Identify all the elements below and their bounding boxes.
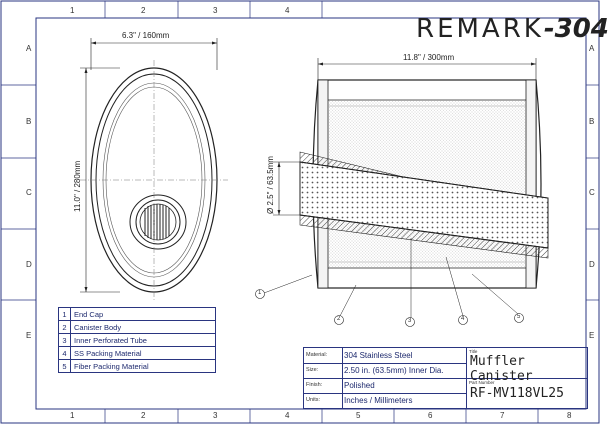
- grid-col-label: 4: [285, 6, 290, 15]
- title-divider: [466, 348, 467, 408]
- grid-row-label: A: [589, 44, 595, 53]
- callout-5: 5: [517, 314, 521, 320]
- grid-col-label: 3: [213, 411, 218, 420]
- part-name-cell: Fiber Packing Material: [70, 359, 216, 373]
- title-label: Title: [469, 349, 478, 354]
- finish-value: Polished: [344, 381, 375, 390]
- grid-col-label: 1: [70, 411, 75, 420]
- part-number-cell: 3: [58, 333, 71, 347]
- units-label: Units:: [304, 393, 343, 408]
- material-value: 304 Stainless Steel: [344, 351, 413, 360]
- grid-row-label: A: [26, 44, 32, 53]
- grid-row-label: D: [26, 260, 32, 269]
- units-row: Units: Inches / Millimeters: [304, 393, 466, 408]
- part-number-cell: 2: [58, 320, 71, 334]
- title-divider: [467, 378, 587, 379]
- grid-row-label: B: [589, 117, 595, 126]
- part-number-cell: 1: [58, 307, 71, 321]
- part-name-cell: Inner Perforated Tube: [70, 333, 216, 347]
- material-row: Material: 304 Stainless Steel: [304, 348, 466, 364]
- material-label: Material:: [304, 348, 343, 363]
- grid-col-label: 2: [141, 6, 146, 15]
- grid-col-label: 3: [213, 6, 218, 15]
- callout-2: 2: [337, 316, 341, 322]
- grid-col-label: 2: [141, 411, 146, 420]
- size-value: 2.50 in. (63.5mm) Inner Dia.: [344, 366, 444, 375]
- grid-col-label: 5: [356, 411, 361, 420]
- grid-col-label: 7: [500, 411, 505, 420]
- size-row: Size: 2.50 in. (63.5mm) Inner Dia.: [304, 363, 466, 379]
- units-value: Inches / Millimeters: [344, 396, 413, 405]
- grid-row-label: D: [589, 260, 595, 269]
- grid-col-label: 6: [428, 411, 433, 420]
- brand-name: REMARK: [416, 14, 544, 44]
- grid-row-label: C: [26, 188, 32, 197]
- grid-col-label: 8: [567, 411, 572, 420]
- drawing-title: Muffler Canister: [470, 354, 533, 384]
- part-number-label: Part Number: [469, 380, 495, 385]
- grid-row-label: E: [26, 331, 32, 340]
- finish-row: Finish: Polished: [304, 378, 466, 394]
- grid-col-label: 4: [285, 411, 290, 420]
- part-name-cell: End Cap: [70, 307, 216, 321]
- dim-tube-diameter: Ø 2.5" / 63.5mm: [266, 156, 275, 214]
- part-name-cell: SS Packing Material: [70, 346, 216, 360]
- part-number-cell: 5: [58, 359, 71, 373]
- callout-4: 4: [461, 316, 465, 322]
- end-cap-view: [80, 38, 228, 300]
- finish-label: Finish:: [304, 378, 343, 393]
- side-section-view: [255, 58, 549, 327]
- dim-canister-length: 11.8" / 300mm: [403, 53, 455, 62]
- dim-end-cap-height: 11.0" / 280mm: [73, 160, 82, 212]
- size-label: Size:: [304, 363, 343, 378]
- title-block: Material: 304 Stainless Steel Size: 2.50…: [303, 347, 588, 409]
- part-name-cell: Canister Body: [70, 320, 216, 334]
- grid-row-label: E: [589, 331, 595, 340]
- brand-logo: REMARK-304: [416, 14, 609, 44]
- brand-suffix: 304: [554, 14, 609, 44]
- part-number-cell: 4: [58, 346, 71, 360]
- callout-3: 3: [408, 318, 412, 324]
- grid-row-label: C: [589, 188, 595, 197]
- grid-row-label: B: [26, 117, 32, 126]
- dim-end-cap-width: 6.3" / 160mm: [122, 31, 170, 40]
- part-number-value: RF-MV118VL25: [470, 386, 564, 401]
- callout-1: 1: [258, 290, 262, 296]
- grid-col-label: 1: [70, 6, 75, 15]
